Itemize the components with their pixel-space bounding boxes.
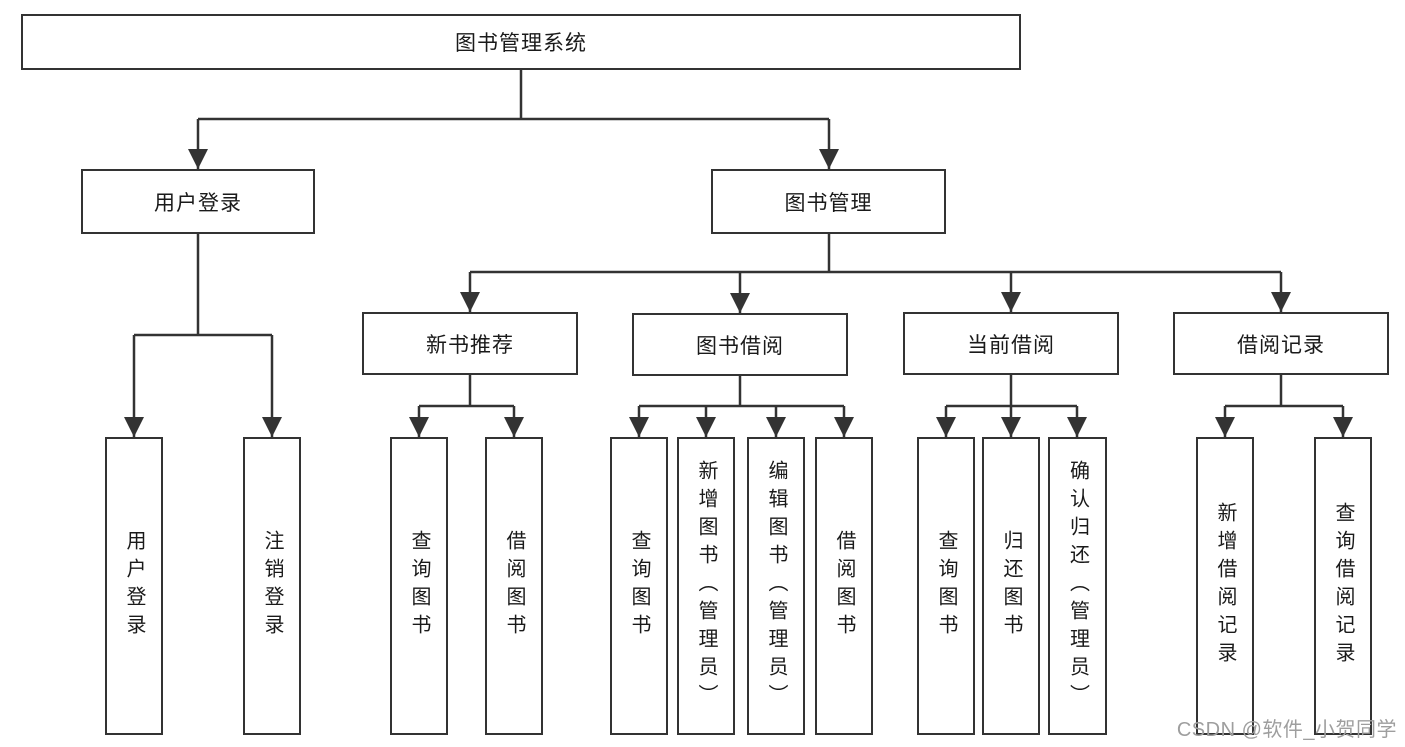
leaf-query-books-current-label: 查询图书: [935, 530, 957, 642]
leaf-confirm-return-admin: 确认归还（管理员）: [1048, 437, 1107, 735]
leaf-borrow-books-recommend-label: 借阅图书: [503, 530, 525, 642]
leaf-query-books-current: 查询图书: [917, 437, 975, 735]
leaf-borrow-books-borrowing: 借阅图书: [815, 437, 873, 735]
node-user-login: 用户登录: [81, 169, 315, 234]
node-new-book-recommendation: 新书推荐: [362, 312, 578, 375]
node-book-borrowing: 图书借阅: [632, 313, 848, 376]
leaf-return-book-label: 归还图书: [1000, 530, 1022, 642]
leaf-user-login-label: 用户登录: [123, 530, 145, 642]
leaf-query-borrow-record: 查询借阅记录: [1314, 437, 1372, 735]
node-borrowing-records: 借阅记录: [1173, 312, 1389, 375]
leaf-confirm-return-admin-label: 确认归还（管理员）: [1066, 460, 1089, 712]
leaf-query-books-borrowing: 查询图书: [610, 437, 668, 735]
node-library-management-system: 图书管理系统: [21, 14, 1021, 70]
leaf-query-borrow-record-label: 查询借阅记录: [1332, 502, 1354, 670]
leaf-add-borrow-record: 新增借阅记录: [1196, 437, 1254, 735]
leaf-add-book-admin: 新增图书（管理员）: [677, 437, 735, 735]
leaf-edit-book-admin: 编辑图书（管理员）: [747, 437, 805, 735]
leaf-query-books-recommend: 查询图书: [390, 437, 448, 735]
node-book-management: 图书管理: [711, 169, 946, 234]
leaf-logout: 注销登录: [243, 437, 301, 735]
leaf-return-book: 归还图书: [982, 437, 1040, 735]
leaf-borrow-books-recommend: 借阅图书: [485, 437, 543, 735]
leaf-user-login: 用户登录: [105, 437, 163, 735]
csdn-watermark: CSDN @软件_小贺同学: [1176, 719, 1397, 741]
leaf-add-book-admin-label: 新增图书（管理员）: [695, 460, 717, 712]
leaf-logout-label: 注销登录: [261, 530, 283, 642]
leaf-query-books-borrowing-label: 查询图书: [628, 530, 650, 642]
leaf-borrow-books-borrowing-label: 借阅图书: [833, 530, 855, 642]
leaf-edit-book-admin-label: 编辑图书（管理员）: [765, 460, 787, 712]
node-current-borrowing: 当前借阅: [903, 312, 1119, 375]
leaf-query-books-recommend-label: 查询图书: [408, 530, 430, 642]
leaf-add-borrow-record-label: 新增借阅记录: [1214, 502, 1236, 670]
